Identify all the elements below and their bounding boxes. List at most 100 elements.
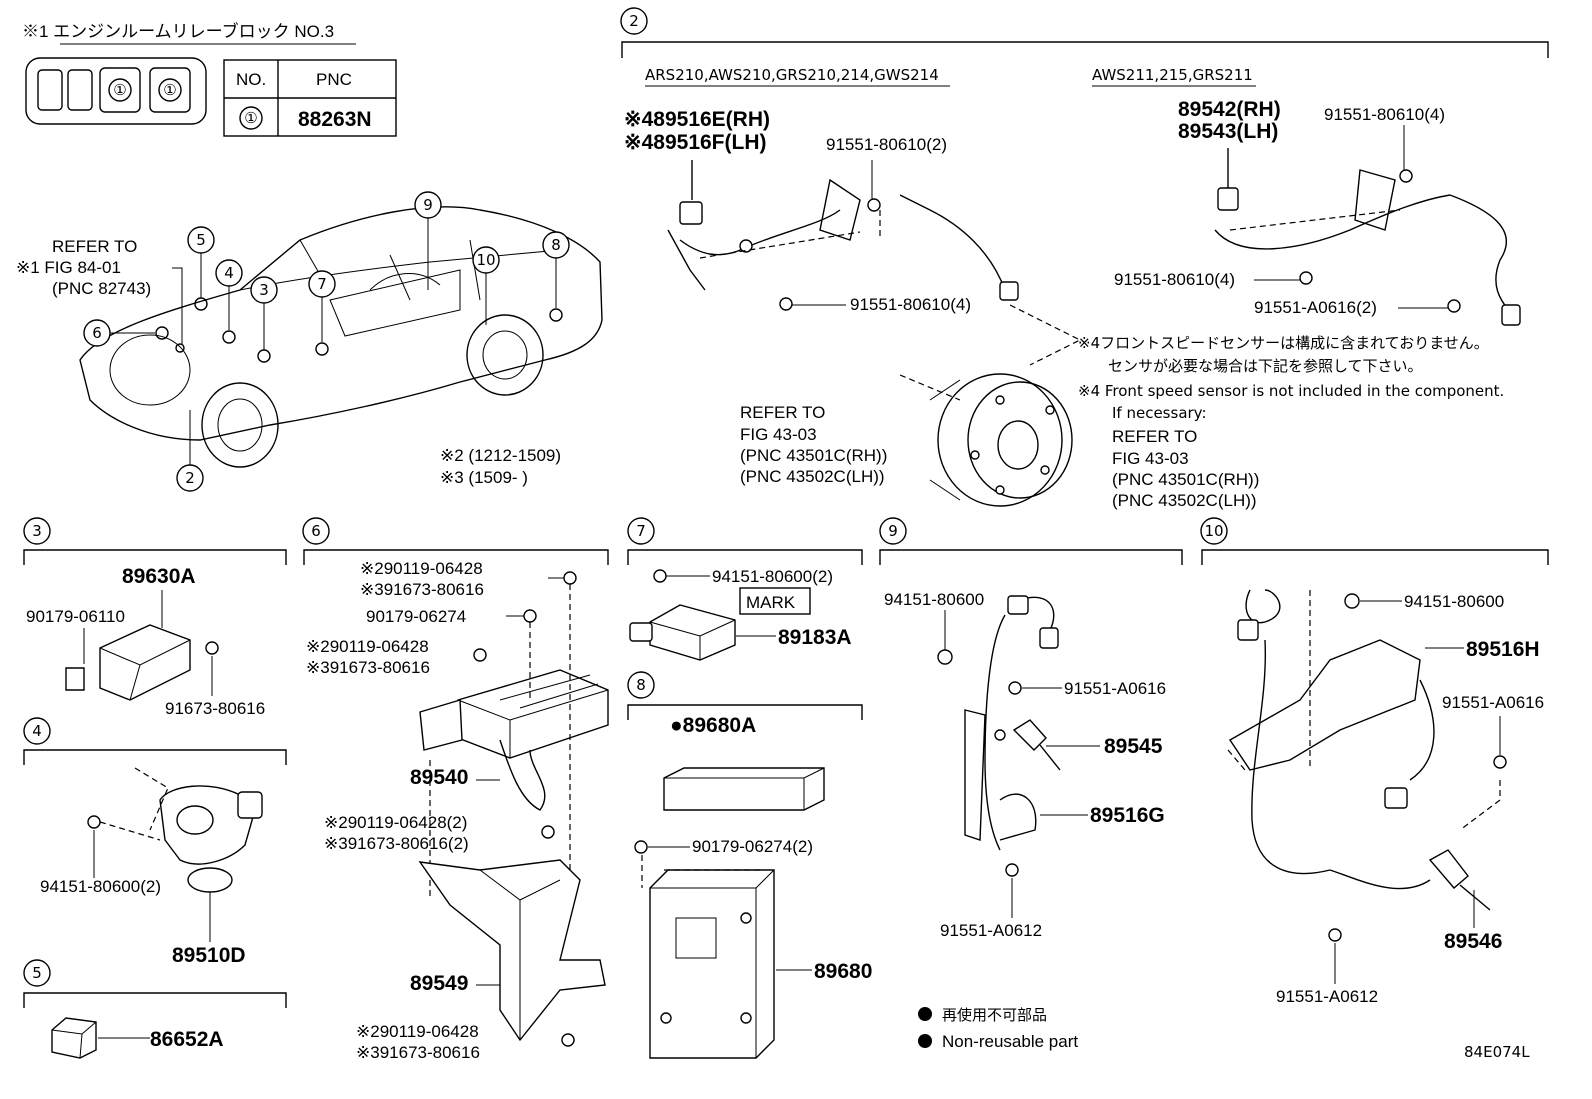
part-label: ●89680A	[670, 714, 756, 737]
figure-code: 84E074L	[1464, 1043, 1530, 1061]
bolt-icon	[1399, 169, 1413, 183]
part-label: ※489516F(LH)	[624, 131, 766, 154]
part-label: 91551-A0616	[1442, 693, 1544, 712]
callout-9: 9	[414, 191, 442, 290]
vehicle-outline	[79, 206, 603, 468]
callout-4: 4	[215, 259, 243, 344]
section-3-number: 3	[32, 522, 42, 540]
relay-marker-circle	[158, 78, 182, 102]
part-label: 90179-06110	[26, 607, 125, 626]
section-10-bracket	[1201, 549, 1549, 565]
table-header-pnc: PNC	[316, 70, 352, 89]
callout-8: 8	[542, 231, 570, 322]
part-label: 91551-80610(2)	[826, 135, 947, 154]
part-label: 89630A	[122, 565, 196, 588]
part-label: ※391673-80616	[360, 580, 484, 599]
part-label: 90179-06274	[366, 607, 466, 626]
refer-line: (PNC 43502C(LH))	[740, 467, 885, 486]
section-2-bracket	[621, 41, 1549, 58]
callout-2: 2	[176, 410, 204, 492]
bolt-icon	[1493, 755, 1507, 769]
speed-sensor-harness-left	[667, 160, 1019, 301]
hub-dashes	[899, 304, 1082, 401]
section-9-bracket	[879, 549, 1183, 565]
part-label: 91551-80610(4)	[1324, 105, 1445, 124]
svg-text:9: 9	[423, 196, 433, 214]
part-label: 94151-80600(2)	[40, 877, 161, 896]
refer-note-car: REFER TO ※1 FIG 84-01 (PNC 82743)	[16, 237, 151, 298]
part-label: 89516H	[1466, 638, 1540, 661]
bolt-icon	[1299, 271, 1313, 285]
part-label: ※290119-06428	[306, 637, 429, 656]
part-label: 86652A	[150, 1028, 224, 1051]
ecu-89540	[419, 669, 609, 811]
section-2-number: 2	[629, 12, 639, 30]
section-2-right-models: AWS211,215,GRS211	[1092, 66, 1253, 84]
assembly-dashes	[1459, 780, 1501, 831]
bolt-icon	[1005, 863, 1019, 877]
bolt-icon	[541, 825, 555, 839]
part-label: 89546	[1444, 930, 1502, 953]
section-3-badge	[23, 517, 51, 545]
hub-refer-note: REFER TO FIG 43-03 (PNC 43501C(RH)) (PNC…	[740, 403, 887, 486]
section-7-bracket	[627, 549, 863, 565]
nut-icon	[937, 649, 953, 665]
refer-line: REFER TO	[1112, 427, 1197, 446]
note-jp-line: ※4フロントスピードセンサーは構成に含まれておりません。	[1078, 334, 1489, 352]
part-label: 90179-06274(2)	[692, 837, 813, 856]
speed-sensor-harness-right	[1214, 148, 1521, 326]
section-3-bracket	[23, 549, 287, 565]
svg-text:10: 10	[476, 251, 495, 269]
callout-5: 5	[187, 226, 215, 311]
table-row-pnc: 88263N	[298, 108, 372, 131]
bolt-icon	[563, 571, 577, 585]
note-jp-line: センサが必要な場合は下記を参照して下さい。	[1108, 357, 1423, 375]
date-note-3: ※3 (1509- )	[440, 468, 528, 487]
section-6-number: 6	[311, 522, 321, 540]
bolt-icon	[473, 648, 487, 662]
note-en-line: ※4 Front speed sensor is not included in…	[1078, 382, 1504, 400]
refer-line: REFER TO	[52, 237, 137, 256]
section-10-number: 10	[1204, 522, 1223, 540]
non-reusable-bullet-icon	[918, 1034, 932, 1048]
part-label: 91551-A0616(2)	[1254, 298, 1377, 317]
relay-marker-circle	[108, 78, 132, 102]
part-label: 91551-80610(4)	[1114, 270, 1235, 289]
callout-10: 10	[472, 246, 500, 325]
refer-line: REFER TO	[740, 403, 825, 422]
refer-line: (PNC 43502C(LH))	[1112, 491, 1257, 510]
bolt-icon	[1447, 299, 1461, 313]
bolt-icon	[867, 198, 881, 212]
part-label: 89680	[814, 960, 872, 983]
harness-89516h	[1227, 589, 1491, 911]
date-note-2: ※2 (1212-1509)	[440, 446, 561, 465]
section-10-badge	[1200, 517, 1228, 545]
bolt-icon	[205, 641, 219, 655]
part-label: ※391673-80616	[306, 658, 430, 677]
part-label: 91551-A0616	[1064, 679, 1166, 698]
section-8-badge	[627, 671, 655, 699]
nut-icon	[1344, 593, 1360, 609]
part-label: ※290119-06428	[356, 1022, 479, 1041]
part-label: ※391673-80616	[356, 1043, 480, 1062]
callout-3: 3	[250, 276, 278, 363]
section-9-badge	[879, 517, 907, 545]
part-label: 89545	[1104, 735, 1163, 758]
part-label: 89516G	[1090, 804, 1165, 827]
bolt-icon	[779, 297, 793, 311]
part-label: 94151-80600	[884, 590, 984, 609]
svg-text:5: 5	[196, 231, 206, 249]
sensor-89545	[1012, 719, 1061, 771]
sensor-module-89630a	[65, 590, 191, 701]
part-label: 91551-A0612	[1276, 987, 1378, 1006]
part-label: 94151-80600(2)	[712, 567, 833, 586]
section-8-bracket	[627, 704, 863, 720]
callout-7: 7	[308, 270, 336, 356]
section-6-badge	[302, 517, 330, 545]
svg-text:7: 7	[317, 275, 327, 293]
refer-line: (PNC 43501C(RH))	[740, 446, 887, 465]
section-4-badge	[23, 717, 51, 745]
part-label: 89183A	[778, 626, 852, 649]
svg-text:6: 6	[92, 324, 102, 342]
relay-location-dot	[175, 343, 185, 353]
